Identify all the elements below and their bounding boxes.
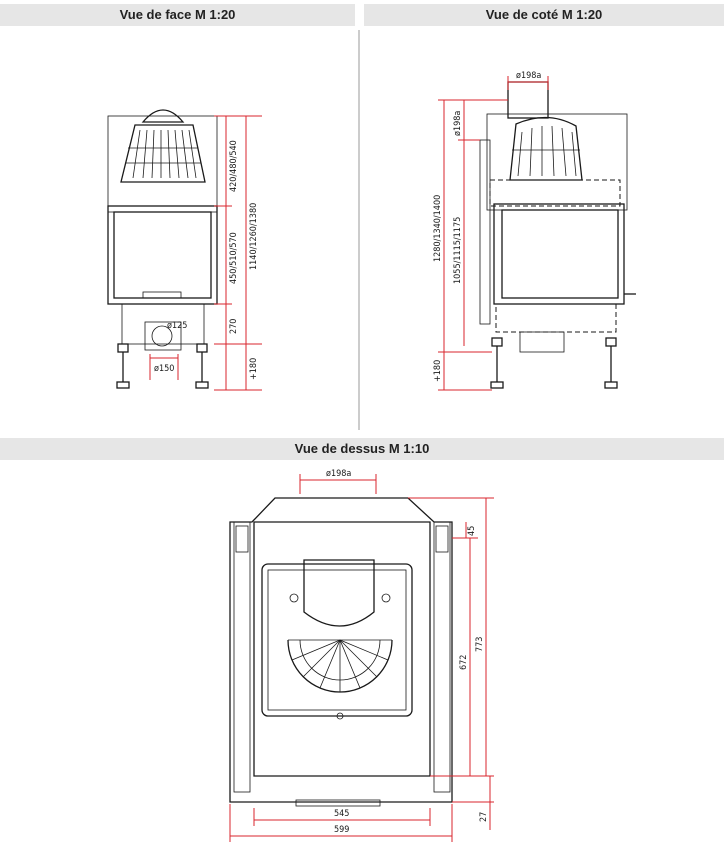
top-dim-27: 27: [479, 812, 489, 822]
side-dim-legs: +180: [433, 360, 443, 382]
side-burner: [509, 116, 583, 181]
side-dimension-lines: [438, 76, 549, 391]
side-base: [495, 303, 617, 333]
top-firebox-inner: [267, 569, 407, 711]
side-door-frame: [493, 203, 625, 305]
front-dim-total: 1140/1260/1380: [249, 203, 259, 270]
top-dim-45: 45: [467, 526, 477, 536]
front-dim-legs: +180: [249, 358, 259, 380]
side-dim-total: 1280/1340/1400: [433, 195, 443, 262]
side-view-drawing: [438, 76, 636, 391]
top-left-bracket: [235, 525, 249, 553]
side-hood-panel: [486, 113, 628, 211]
top-dim-545: 545: [334, 809, 349, 819]
top-dim-599: 599: [334, 825, 349, 835]
top-front-lip: [295, 799, 381, 807]
side-rear-column: [479, 139, 491, 325]
front-handle: [142, 291, 182, 299]
side-flue-collar: [507, 81, 549, 119]
side-ash-box: [519, 331, 565, 353]
top-burner-spokes: [288, 639, 392, 692]
side-top-body: [489, 179, 621, 207]
top-view-header: Vue de dessus M 1:10: [0, 438, 724, 460]
top-dim-773: 773: [475, 637, 485, 652]
top-right-rail: [433, 521, 451, 793]
top-bolt-tr: [381, 593, 391, 603]
front-flue-pipe: ø150: [154, 364, 174, 374]
top-dim-672: 672: [459, 655, 469, 670]
top-flue-outlet: [303, 559, 375, 627]
side-dim-mid: 1055/1115/1175: [453, 217, 463, 284]
front-dim-base: 270: [229, 319, 239, 334]
front-view-header: Vue de face M 1:20: [0, 4, 355, 26]
front-dome: [141, 109, 185, 123]
side-glass: [501, 209, 619, 299]
side-flue-top: ø198a: [516, 71, 541, 81]
top-outer-body: [229, 497, 453, 803]
side-view-header: Vue de coté M 1:20: [364, 4, 724, 26]
top-view-drawing: [229, 474, 494, 842]
front-air-box: [144, 321, 182, 351]
front-dim-top: 420/480/540: [229, 140, 239, 192]
front-dimension-lines: [149, 115, 262, 391]
top-left-rail: [233, 521, 251, 793]
top-bolt-tl: [289, 593, 299, 603]
side-legs: [490, 337, 618, 389]
front-view-drawing: [107, 109, 262, 391]
front-base: [121, 303, 205, 345]
side-burner-fins: [512, 125, 580, 177]
top-flue-dim: ø198a: [326, 469, 351, 479]
top-right-bracket: [435, 525, 449, 553]
front-dim-glass: 450/510/570: [229, 232, 239, 284]
front-legs: [116, 343, 209, 389]
front-door-frame: [107, 205, 218, 305]
top-dimension-lines: [229, 474, 494, 842]
front-flue-small: ø125: [167, 321, 187, 331]
front-air-inlet: [151, 325, 173, 347]
side-flue-side: ø198a: [453, 111, 463, 136]
front-burner-fins: [125, 129, 201, 179]
top-bolt-bottom: [336, 712, 344, 720]
front-glass: [113, 211, 212, 299]
